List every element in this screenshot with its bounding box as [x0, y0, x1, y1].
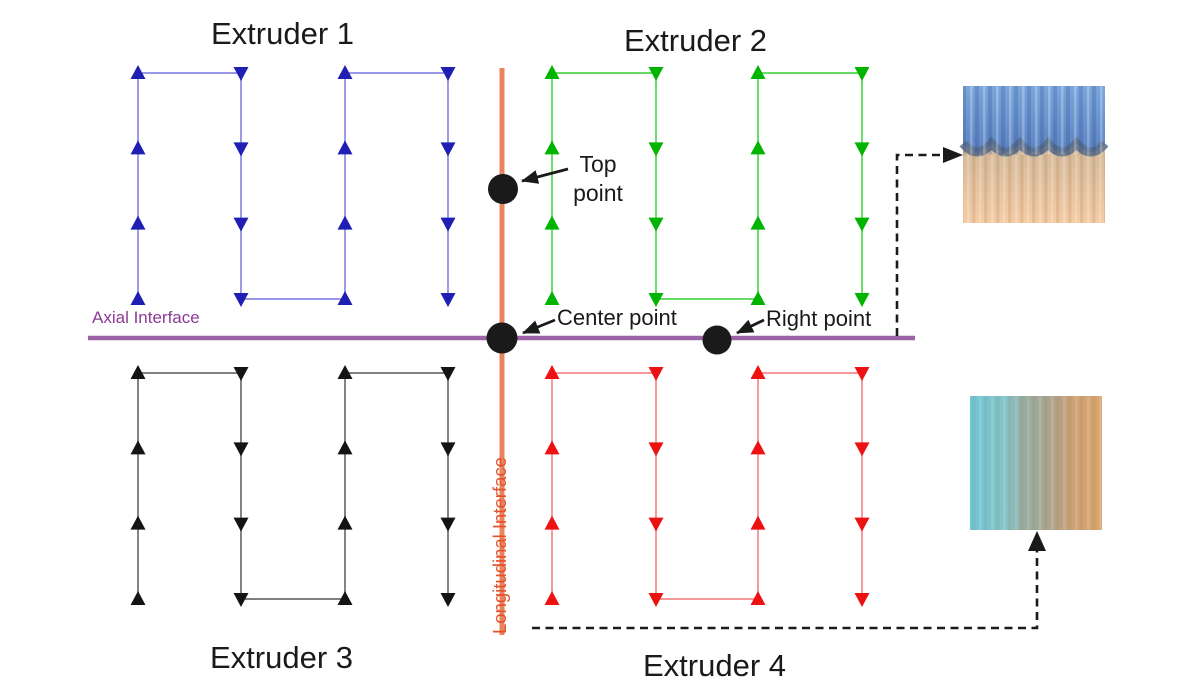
top-point-label: Top point — [556, 150, 640, 208]
longitudinal-interface-micrograph — [970, 396, 1102, 530]
top-point-label-line2: point — [573, 180, 623, 206]
center-point-marker — [486, 322, 518, 354]
extruder-1-toolpath — [130, 65, 456, 307]
extruder-1-title: Extruder 1 — [211, 16, 355, 51]
axial-interface-micrograph — [959, 86, 1109, 223]
center-point-arrow — [522, 318, 556, 335]
top-point-arrow — [521, 167, 569, 184]
right-point-marker — [702, 325, 732, 355]
longitudinal-interface-label: Longitudinal Interface — [489, 457, 510, 634]
extruder-2-toolpath — [544, 65, 870, 307]
extruder-4-toolpath — [544, 365, 870, 607]
extruder-3-title: Extruder 3 — [210, 640, 354, 675]
top-point-label-line1: Top — [579, 151, 617, 177]
axial-inset-connector — [895, 147, 963, 336]
center-point-label: Center point — [557, 305, 677, 330]
extruder-3-toolpath — [130, 365, 456, 607]
top-point-marker — [488, 174, 518, 204]
extruder-4-title: Extruder 4 — [643, 648, 787, 683]
extruder-2-title: Extruder 2 — [624, 23, 768, 58]
longitudinal-inset-connector — [532, 531, 1046, 630]
right-point-label: Right point — [766, 306, 872, 331]
axial-interface-label: Axial Interface — [92, 308, 200, 327]
right-point-arrow — [736, 318, 765, 335]
